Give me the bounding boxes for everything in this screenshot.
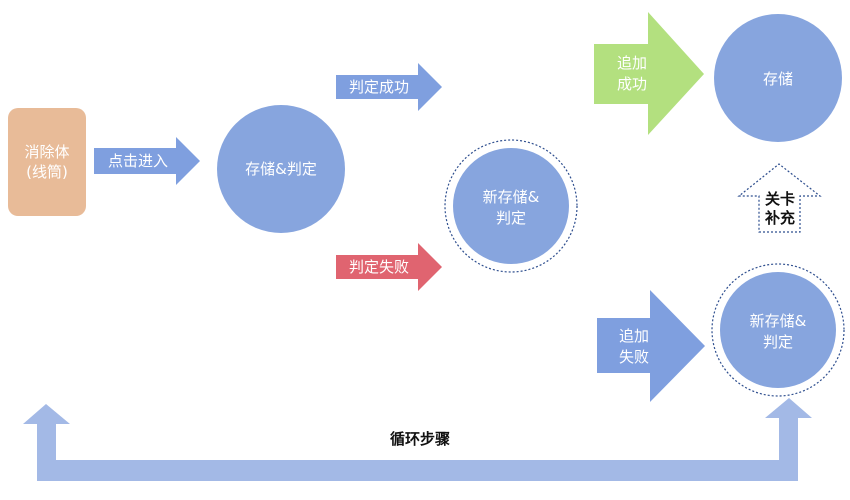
- add-fail-arrow: 追加 失败: [597, 290, 705, 402]
- new-store-judge-line1: 新存储&: [483, 188, 540, 206]
- store-judge-node: 存储&判定: [217, 105, 345, 233]
- add-success-line2: 成功: [617, 75, 647, 93]
- add-fail-line1: 追加: [619, 327, 649, 345]
- store-node: 存储: [714, 14, 842, 142]
- enter-arrow: 点击进入: [94, 137, 200, 185]
- enter-arrow-label: 点击进入: [108, 152, 168, 170]
- store-label: 存储: [763, 70, 793, 88]
- new-store-judge-2-line1: 新存储&: [750, 312, 807, 330]
- store-judge-label: 存储&判定: [245, 160, 317, 178]
- new-store-judge-line2: 判定: [496, 209, 526, 227]
- new-store-judge-node-2: 新存储& 判定: [711, 263, 845, 397]
- loop-return-arrow: [23, 398, 812, 481]
- new-store-judge-2-line2: 判定: [763, 333, 793, 351]
- level-refill-line2: 补充: [764, 209, 795, 227]
- add-success-line1: 追加: [617, 54, 647, 72]
- judge-fail-label: 判定失败: [349, 258, 409, 276]
- add-success-arrow: 追加 成功: [594, 12, 704, 135]
- source-node: 消除体 (线筒): [8, 108, 86, 216]
- level-refill-line1: 关卡: [765, 190, 795, 208]
- level-refill-arrow: 关卡 补充: [737, 163, 822, 233]
- source-label-line1: 消除体: [24, 143, 69, 161]
- loop-label: 循环步骤: [390, 430, 450, 448]
- add-fail-line2: 失败: [619, 348, 649, 366]
- judge-success-label: 判定成功: [349, 78, 409, 96]
- source-label-line2: (线筒): [26, 163, 68, 181]
- judge-fail-arrow: 判定失败: [336, 243, 442, 291]
- judge-success-arrow: 判定成功: [336, 63, 442, 111]
- new-store-judge-node: 新存储& 判定: [444, 139, 578, 273]
